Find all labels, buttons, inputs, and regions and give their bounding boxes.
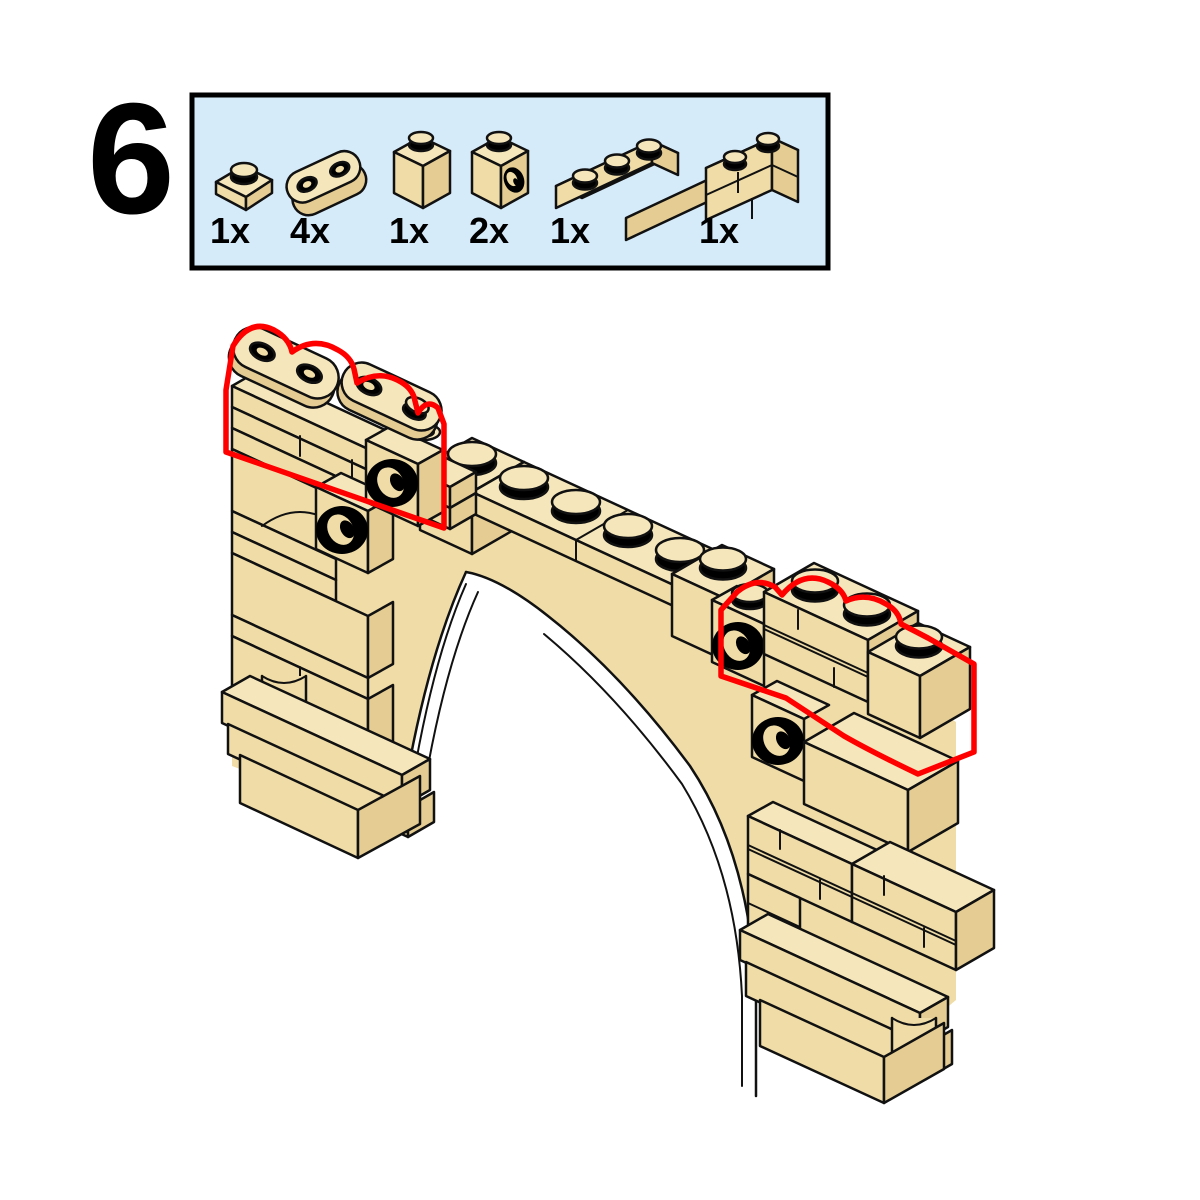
- arch-model: [220, 323, 996, 1105]
- part-qty-label: 1x: [550, 210, 590, 251]
- arch-opening-left-curve: [390, 570, 468, 828]
- technic-hole-icon: [503, 167, 525, 193]
- technic-hole: [366, 459, 418, 507]
- masonry-groove: [779, 829, 821, 900]
- part-qty-label: 1x: [389, 210, 429, 251]
- masonry-groove: [851, 892, 957, 946]
- technic-hole: [752, 717, 804, 765]
- right-pillar-base: [738, 912, 954, 1105]
- part-qty-label: 4x: [290, 210, 330, 251]
- right-pillar: [710, 561, 996, 1105]
- arch-span: [418, 436, 776, 662]
- left-pillar: [220, 325, 478, 860]
- new-parts-outline-left: [223, 323, 447, 531]
- masonry-groove: [883, 875, 925, 948]
- arch-opening-right-curve: [464, 570, 758, 1098]
- masonry-groove: [763, 624, 869, 678]
- masonry-groove: [747, 902, 801, 928]
- masonry-groove: [797, 609, 835, 688]
- new-brick-side-hole-right: [710, 582, 791, 688]
- new-parts-outline-right: [718, 575, 977, 777]
- part-qty-label: 2x: [469, 210, 509, 251]
- arch-ridge-line: [401, 583, 467, 821]
- left-pillar-base: [220, 674, 436, 860]
- part-icon-plate-1x2-rounded: [285, 149, 368, 217]
- stud: [446, 440, 498, 468]
- part-qty-label: 1x: [699, 210, 739, 251]
- arch-ridge-line: [543, 633, 743, 1087]
- part-icon-brick-1x2-masonry: [704, 131, 800, 222]
- masonry-groove: [771, 164, 799, 178]
- masonry-course: [850, 840, 996, 972]
- parts-box: 1x 4x 1x 2x 1x 1x: [189, 92, 831, 271]
- technic-hole: [712, 622, 764, 670]
- part-icon-brick-1x1-side-hole: [470, 130, 530, 210]
- technic-hole: [316, 506, 368, 554]
- arch-ridge-line: [427, 591, 479, 767]
- masonry-groove: [747, 844, 853, 898]
- part-icon-plate-1x3: [554, 138, 724, 242]
- part-icon-brick-1x1: [392, 130, 452, 210]
- new-brick-1x1: [866, 621, 972, 740]
- part-qty-label: 1x: [210, 210, 250, 251]
- part-icon-plate-1x1: [214, 161, 274, 212]
- step-number: 6: [87, 71, 175, 247]
